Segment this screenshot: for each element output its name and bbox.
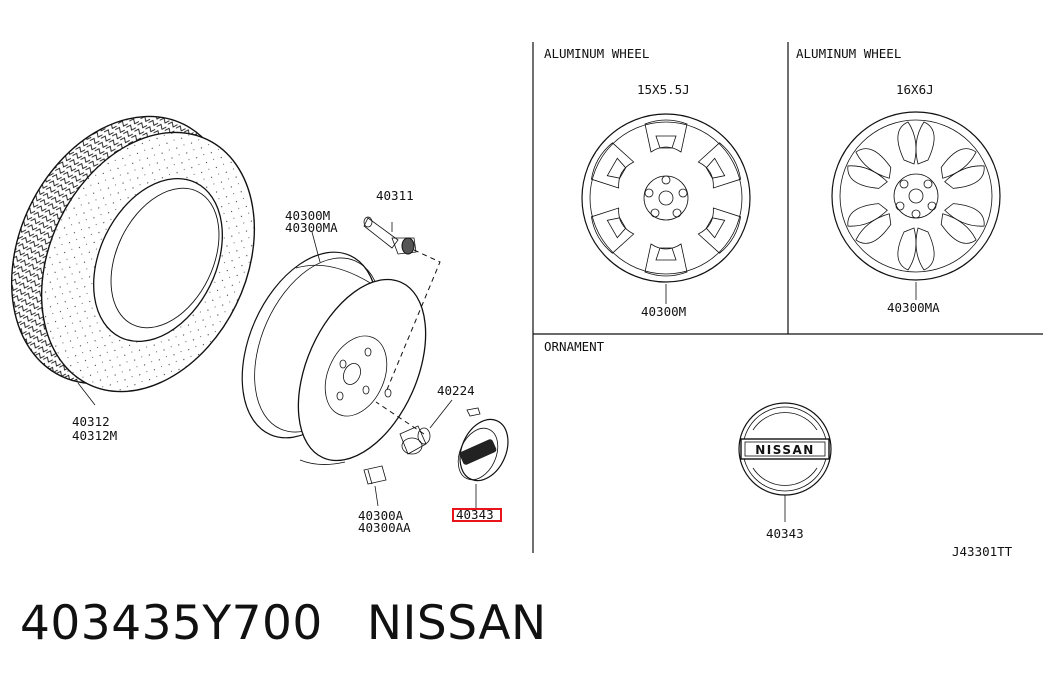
panel-a-part: 40300M	[641, 304, 686, 319]
label-weight-2: 40300AA	[358, 520, 411, 535]
panel-c-part: 40343	[766, 526, 804, 541]
ornament-cap-drawing	[457, 407, 509, 508]
weight-drawing	[363, 465, 387, 507]
caption-part-number: 403435Y700	[20, 596, 323, 651]
nissan-emblem-drawing	[738, 402, 832, 496]
caption: 403435Y700 NISSAN	[20, 596, 547, 651]
label-valve: 40311	[376, 188, 414, 203]
nut-drawing	[399, 425, 431, 455]
label-ornament-highlight: 40343	[456, 507, 494, 522]
nut-leader	[375, 401, 425, 435]
panel-c-title: ORNAMENT	[544, 339, 605, 354]
panel-b-title: ALUMINUM WHEEL	[796, 46, 901, 61]
ornament-highlight-box	[452, 508, 502, 522]
wheel-drawing	[241, 231, 427, 465]
panel-a-title: ALUMINUM WHEEL	[544, 46, 649, 61]
valve-drawing	[363, 216, 417, 255]
emblem-logo-text: NISSAN	[755, 443, 815, 457]
label-tire-2: 40312M	[72, 428, 117, 443]
label-wheel-1: 40300M	[285, 208, 330, 223]
panel-b-size: 16X6J	[896, 82, 934, 97]
tire-drawing	[10, 115, 256, 406]
label-tire-1: 40312	[72, 414, 110, 429]
label-wheel-2: 40300MA	[285, 220, 338, 235]
alloy-wheel-b-drawing	[831, 111, 1001, 300]
panel-b-part: 40300MA	[887, 300, 940, 315]
label-nut: 40224	[437, 383, 475, 398]
drawing-code: J43301TT	[952, 544, 1013, 559]
valve-leader	[385, 249, 441, 393]
panel-a-size: 15X5.5J	[637, 82, 690, 97]
alloy-wheel-a-drawing	[581, 113, 751, 304]
caption-brand: NISSAN	[366, 596, 547, 651]
label-weight-1: 40300A	[358, 508, 404, 523]
